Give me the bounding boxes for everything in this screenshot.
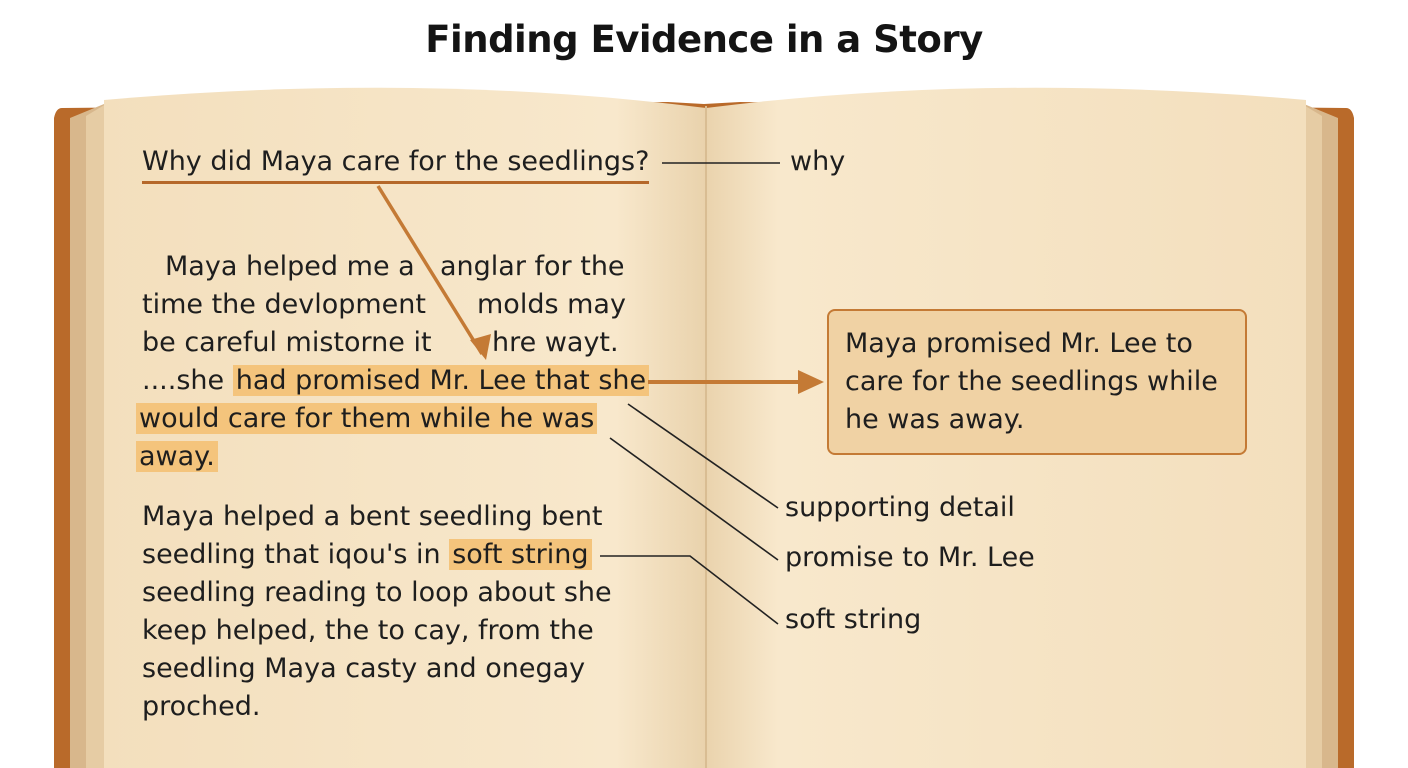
passage2-line1: Maya helped a bent seedling bent	[142, 501, 603, 532]
label-soft-string: soft string	[785, 604, 922, 635]
label-promise: promise to Mr. Lee	[785, 542, 1035, 573]
evidence-highlight-1: had promised Mr. Lee that she	[232, 365, 650, 396]
passage1-line3b: hre wayt.	[492, 327, 619, 358]
passage1-line1b: anglar for the	[440, 251, 625, 282]
passage1-line2a: time the devlopment	[142, 289, 426, 320]
answer-text: Maya promised Mr. Lee to care for the se…	[845, 328, 1218, 435]
passage2-line6: proched.	[142, 691, 261, 722]
passage2-line5: seedling Maya casty and onegay	[142, 653, 586, 684]
question-text: Why did Maya care for the seedlings?	[142, 145, 650, 184]
label-supporting-detail: supporting detail	[785, 492, 1015, 523]
page-title: Finding Evidence in a Story	[425, 18, 983, 61]
passage1-line3a: be careful mistorne it	[142, 327, 432, 358]
evidence-highlight-2: would care for them while he was	[136, 403, 598, 434]
passage2-line2: seedling that iqou's in soft string	[142, 536, 592, 574]
passage1-line1a: Maya helped me a	[165, 251, 415, 282]
passage2-line4: keep helped, the to cay, from the	[142, 615, 594, 646]
label-why: why	[790, 146, 846, 177]
passage2-line2-prefix: seedling that iqou's in	[142, 539, 450, 570]
answer-box: Maya promised Mr. Lee to care for the se…	[827, 309, 1247, 455]
passage1-line5: would care for them while he was	[136, 400, 598, 438]
passage1-line2b: molds may	[477, 289, 626, 320]
soft-string-highlight: soft string	[449, 539, 592, 570]
passage1-line4: ....she had promised Mr. Lee that she	[142, 362, 650, 400]
evidence-highlight-3: away.	[136, 441, 218, 472]
passage2-line3: seedling reading to loop about she	[142, 577, 612, 608]
passage1-line4-prefix: ....she	[142, 365, 233, 396]
passage1-line6: away.	[136, 438, 218, 476]
